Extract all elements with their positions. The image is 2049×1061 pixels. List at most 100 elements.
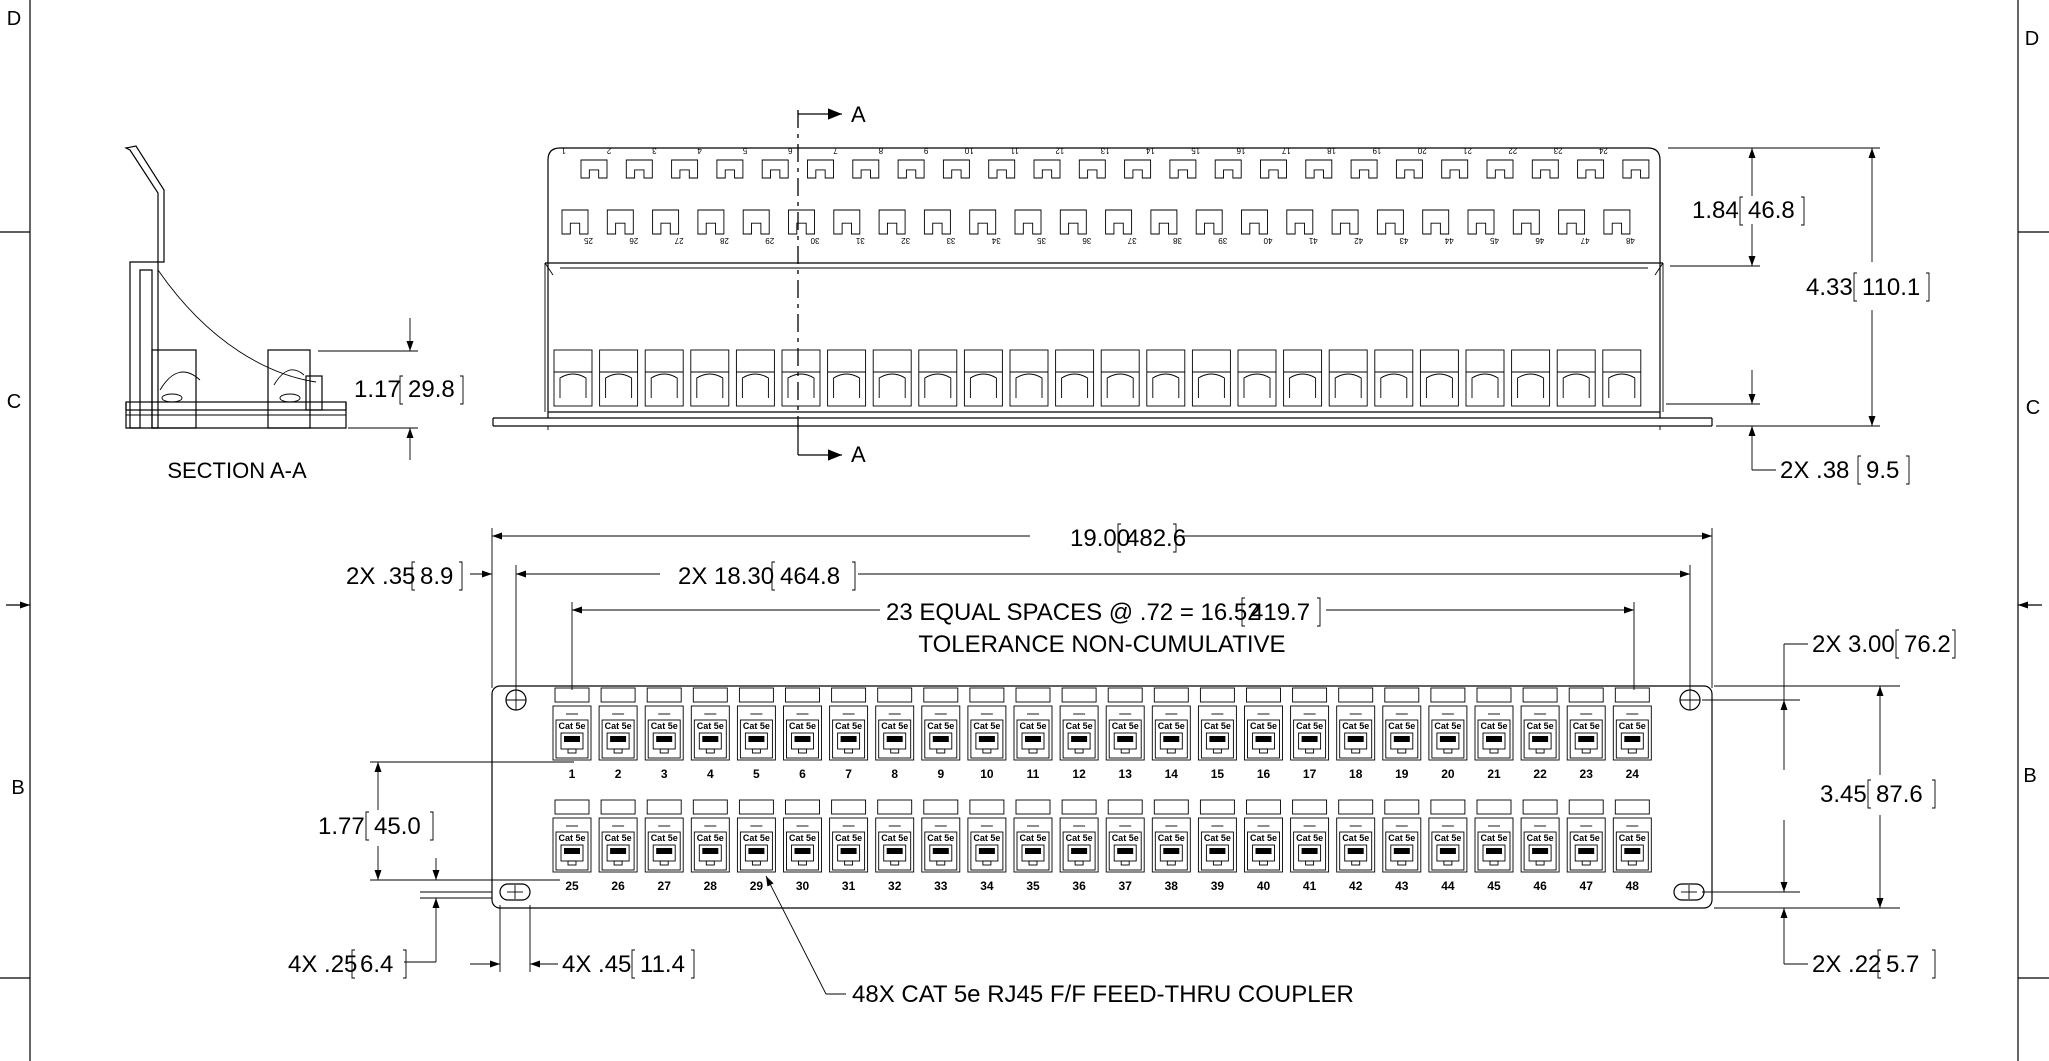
rear-coupler-jack — [559, 373, 587, 398]
rear-height-dimensions — [1666, 147, 1880, 471]
front-left-dimensions — [370, 761, 574, 972]
front-bottom-port-latch — [567, 860, 577, 866]
front-top-port-cap — [969, 687, 1005, 703]
front-top-port-cap — [1614, 687, 1650, 703]
rear-middle-keystone — [1241, 209, 1268, 235]
front-bottom-port-body — [1197, 817, 1237, 873]
rear-top-keystone — [580, 159, 608, 179]
front-top-port-cat-label: Cat 5e — [1250, 721, 1277, 731]
rear-coupler-jack — [1471, 373, 1499, 398]
front-top-port-jack-frame — [1154, 719, 1188, 759]
rear-top-keystone — [1441, 159, 1469, 179]
front-top-port-latch — [1028, 748, 1038, 754]
front-top-port-jack-frame — [1200, 719, 1234, 759]
front-top-port-cat-label: Cat 5e — [558, 721, 585, 731]
front-bottom-port-cap — [1199, 799, 1235, 815]
front-bottom-port-contacts — [1393, 848, 1410, 854]
front-top-port-jack-frame — [693, 719, 727, 759]
front-top-port-cat-label: Cat 5e — [1066, 721, 1093, 731]
rear-coupler-jack — [1562, 373, 1590, 398]
rear-middle-keystone — [561, 209, 589, 235]
rear-coupler-jack — [1334, 373, 1362, 398]
rear-top-keystone-row — [580, 159, 1650, 179]
rear-coupler-jack — [1289, 373, 1317, 398]
front-bottom-port-latch — [613, 860, 623, 866]
tolerance-note: TOLERANCE NON-CUMULATIVE — [918, 631, 1285, 658]
coupler-callout-text: 48X CAT 5e RJ45 F/F FEED-THRU COUPLER — [852, 981, 1354, 1008]
mount-spacing-dim-text: 2X 3.00 — [1812, 631, 1895, 658]
rear-coupler-jack — [787, 373, 815, 398]
front-top-port-jack-frame — [1293, 719, 1327, 759]
rear-middle-keystone — [1376, 209, 1404, 235]
front-bottom-port-cap — [1015, 799, 1051, 815]
front-bottom-port-jack-frame — [1569, 831, 1603, 871]
rear-coupler-box — [963, 349, 1003, 407]
front-top-port-body — [1151, 705, 1191, 761]
front-top-port-number: 12 — [1072, 767, 1086, 781]
front-top-port-jack-frame — [1569, 719, 1603, 759]
front-bottom-port-body — [967, 817, 1007, 873]
front-bottom-port-cat-label: Cat 5e — [1527, 833, 1554, 843]
front-top-port-jack-frame — [1477, 719, 1511, 759]
front-top-port-cap — [554, 687, 590, 703]
front-top-port-cap — [1338, 687, 1374, 703]
front-bottom-port-cat-label: Cat 5e — [1204, 833, 1231, 843]
rear-middle-keystone — [1105, 209, 1133, 235]
rear-coupler-box — [827, 349, 867, 407]
rear-top-keystone — [1260, 159, 1287, 179]
front-bottom-port-cat-label: Cat 5e — [651, 833, 678, 843]
front-bottom-port-cap — [831, 799, 867, 815]
front-top-port-cap — [1476, 687, 1512, 703]
front-top-port-latch — [1212, 748, 1222, 754]
rear-top-keystone — [1350, 159, 1378, 179]
rear-coupler-jack — [1197, 373, 1225, 398]
front-bottom-port-number: 37 — [1119, 879, 1133, 893]
front-bottom-port-cat-label: Cat 5e — [973, 833, 1000, 843]
front-top-port-number: 2 — [615, 767, 622, 781]
front-bottom-port-cat-label: Cat 5e — [697, 833, 724, 843]
front-top-port-cap — [1153, 687, 1189, 703]
rear-bottom-port-number: 28 — [719, 236, 728, 245]
front-top-port-contacts — [840, 736, 857, 742]
front-bottom-port-jack-frame — [1615, 831, 1649, 871]
front-bottom-port-jack-frame — [1477, 831, 1511, 871]
front-bottom-port-contacts — [1532, 848, 1549, 854]
front-top-port-latch — [1397, 748, 1407, 754]
front-top-port-number: 21 — [1487, 767, 1501, 781]
rear-bottom-port-number: 33 — [946, 236, 955, 245]
front-bottom-port-latch — [798, 860, 807, 866]
front-top-port-cap — [785, 687, 820, 703]
port-offset-dim-text: 4X .45 — [562, 951, 631, 978]
front-bottom-port-cap — [600, 799, 636, 815]
front-bottom-port-latch — [751, 860, 761, 866]
edge-dim-text: 2X .35 — [346, 563, 415, 590]
front-top-port-body — [1382, 705, 1422, 761]
front-bottom-port-jack-frame — [1062, 831, 1096, 871]
rear-bottom-port-number: 47 — [1580, 236, 1589, 245]
front-top-port-number: 3 — [661, 767, 668, 781]
front-top-port-latch — [705, 748, 715, 754]
rear-middle-keystone — [606, 209, 634, 235]
section-height-dim-text: 1.17 — [354, 376, 401, 403]
front-top-port-jack-frame — [1615, 719, 1649, 759]
front-bottom-port-contacts — [1255, 848, 1272, 854]
rear-bottom-port-number: 42 — [1354, 236, 1363, 245]
front-bottom-port-body — [1151, 817, 1191, 873]
front-top-port-cap — [1568, 687, 1604, 703]
front-top-port-contacts — [1578, 736, 1595, 742]
rear-coupler-box — [1556, 349, 1596, 407]
front-bottom-port-body — [1474, 817, 1514, 873]
front-bottom-port-latch — [1120, 860, 1130, 866]
rear-top-port-number: 17 — [1281, 146, 1290, 155]
rear-coupler-box — [690, 349, 730, 407]
front-bottom-port-number: 28 — [704, 879, 718, 893]
front-bottom-port-cap — [1338, 799, 1374, 815]
panel-height-dim-mm: 87.6 — [1876, 781, 1923, 808]
rear-coupler-jack — [1243, 373, 1271, 398]
front-bottom-port-latch — [1443, 860, 1453, 866]
front-bottom-port-body — [1566, 817, 1606, 873]
front-top-port-body — [552, 705, 592, 761]
front-bottom-port-contacts — [610, 848, 627, 854]
rear-top-keystone — [988, 159, 1016, 179]
